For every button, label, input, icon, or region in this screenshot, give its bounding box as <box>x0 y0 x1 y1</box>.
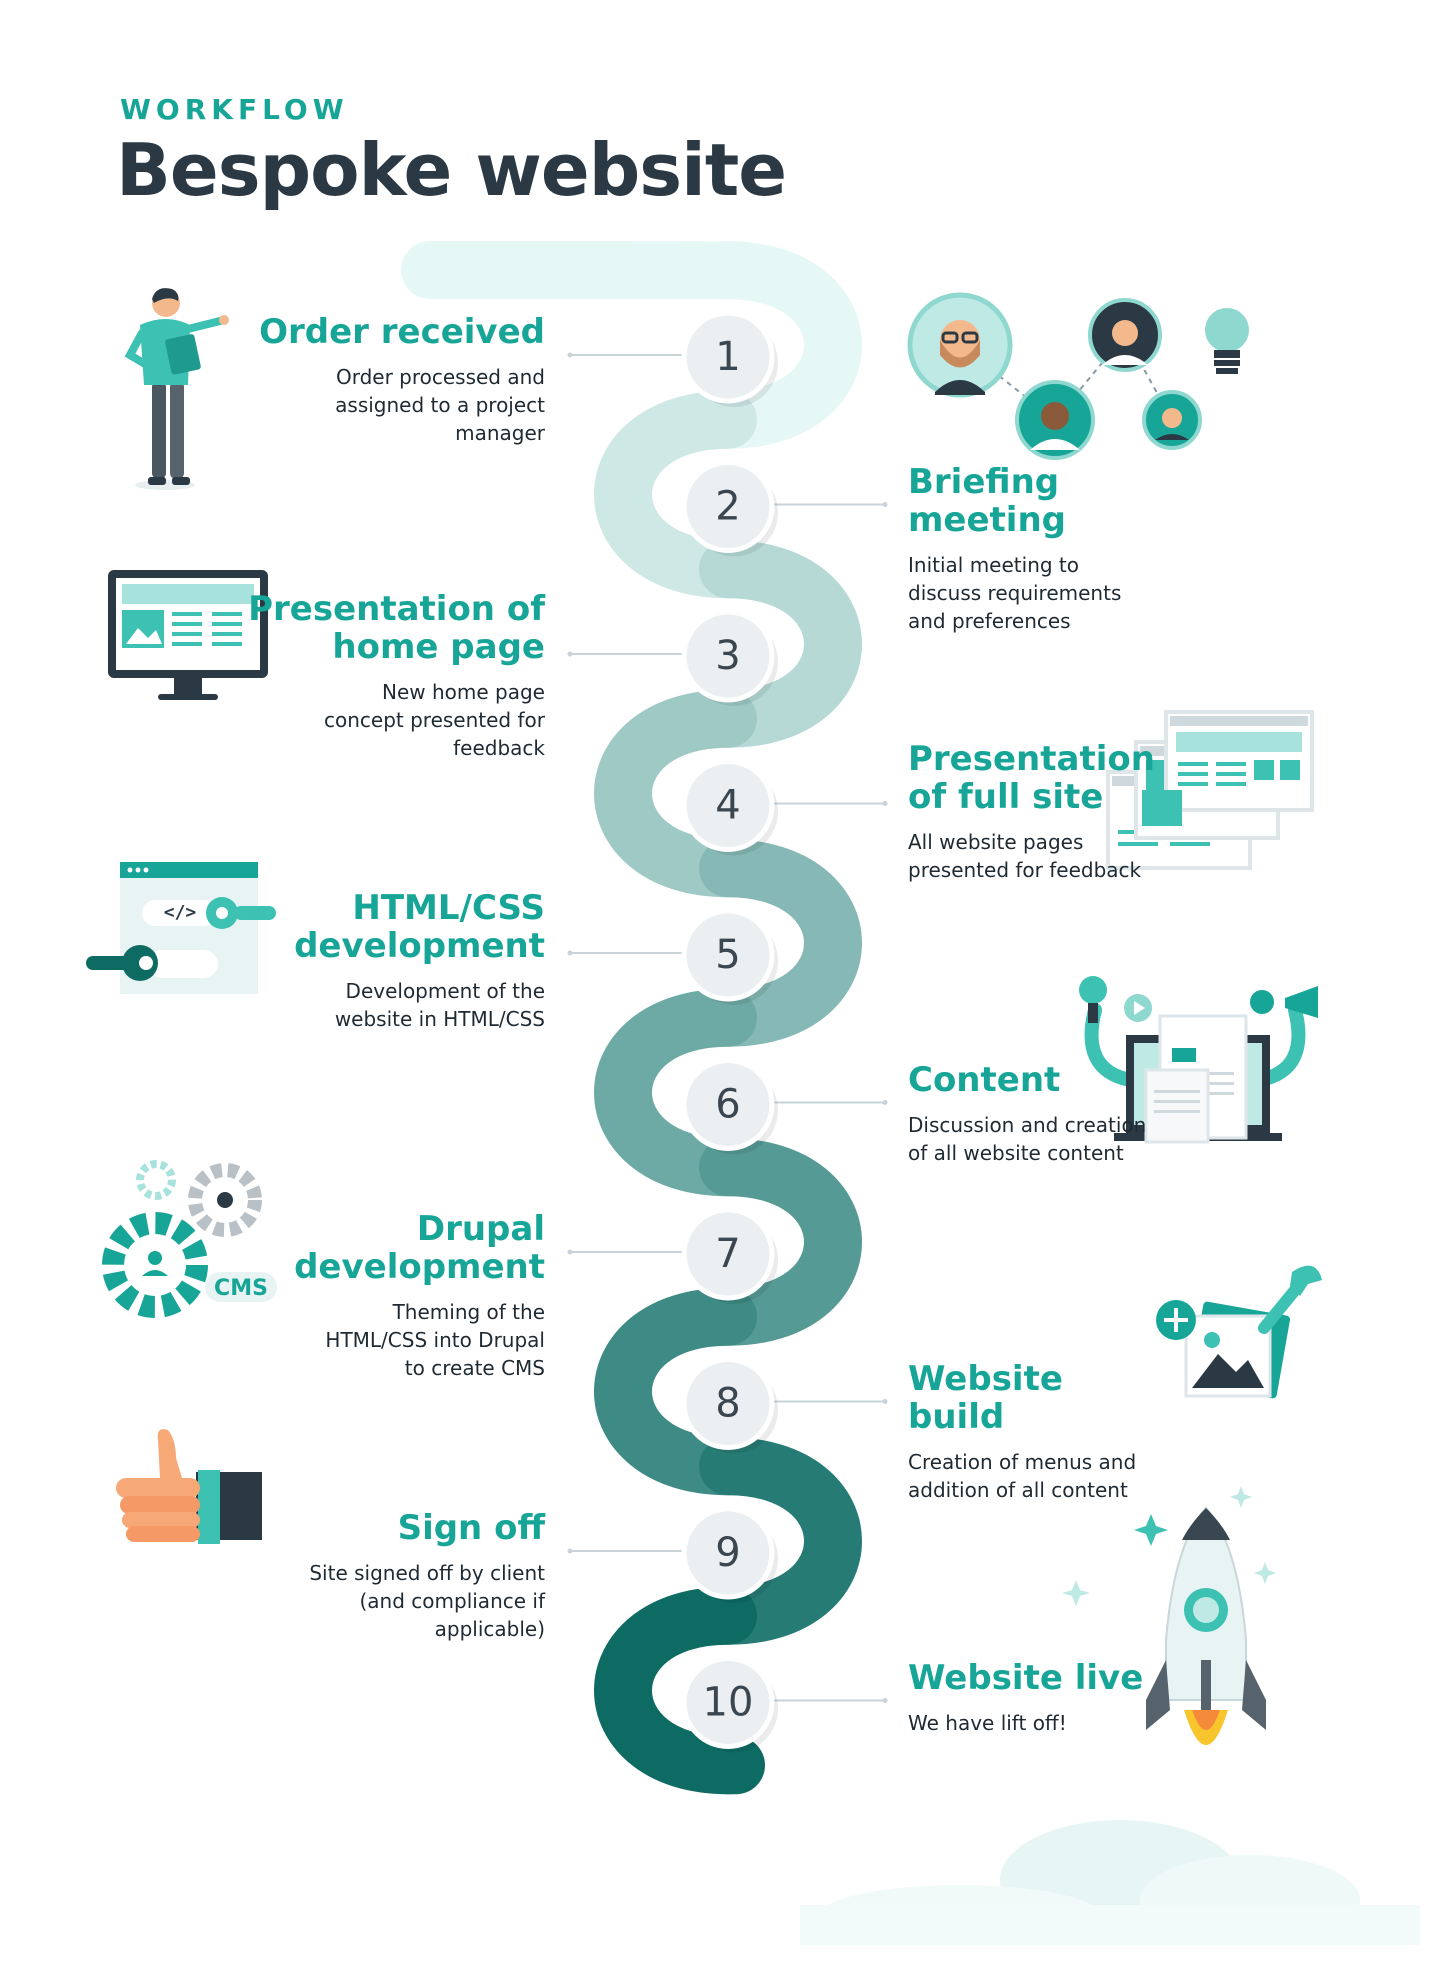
connector-dot <box>882 1399 888 1404</box>
image-wrench-icon <box>1156 1265 1322 1399</box>
step-10-text: Website live We have lift off! <box>908 1659 1158 1737</box>
step-circle <box>681 1357 775 1450</box>
step-circle <box>681 609 775 703</box>
step-title: Presentation of home page <box>248 589 545 667</box>
connector-dot <box>882 502 888 507</box>
step-description: Initial meeting to discuss requirements … <box>908 552 1122 633</box>
step-number: 10 <box>703 1680 754 1726</box>
step-title: Order received <box>259 312 545 352</box>
step-title: Drupal development <box>294 1209 545 1287</box>
path-segment <box>594 390 757 599</box>
step-circle <box>681 759 775 852</box>
path-segment <box>699 839 862 1047</box>
step-title: HTML/CSS development <box>294 888 545 966</box>
step-description: New home page concept presented for feed… <box>324 680 545 760</box>
step-number: 1 <box>715 334 740 380</box>
connector-dot <box>567 352 573 358</box>
step-title: Sign off <box>397 1508 545 1548</box>
step-number: 2 <box>715 484 740 530</box>
step-number: 4 <box>715 783 740 829</box>
connector-dot <box>882 1698 888 1703</box>
step-title: Presentation of full site <box>908 738 1155 817</box>
step-number: 9 <box>715 1530 740 1576</box>
code-wrench-icon: </> <box>86 862 276 994</box>
step-number: 7 <box>715 1231 740 1277</box>
rocket-icon <box>1062 1486 1276 1745</box>
monitor-icon <box>108 570 268 700</box>
step-title: Website live <box>908 1657 1144 1698</box>
path-segment <box>594 1287 757 1496</box>
step-circles: 1 2 3 4 5 6 7 8 9 10 <box>681 310 778 1753</box>
content-laptop-icon <box>1079 976 1318 1144</box>
page-title: Bespoke website <box>116 128 787 212</box>
path-segment <box>594 689 757 898</box>
step-title: Briefing meeting <box>908 461 1066 540</box>
step-description: We have lift off! <box>908 1710 1067 1735</box>
step-circle <box>681 1207 775 1301</box>
step-description: Order processed and assigned to a projec… <box>335 365 545 445</box>
step-description: Site signed off by client (and complianc… <box>309 1561 545 1641</box>
path-segment <box>699 1437 862 1645</box>
step-number: 3 <box>715 633 740 679</box>
cloud-decoration <box>800 1820 1420 1945</box>
step-circle <box>681 1656 775 1749</box>
path-segment <box>594 1586 757 1795</box>
step-description: Creation of menus and addition of all co… <box>908 1449 1137 1502</box>
gears-icon: CMS <box>102 1160 277 1318</box>
svg-text:</>: </> <box>164 902 197 923</box>
connector-dot <box>882 1100 888 1105</box>
step-circle <box>681 460 775 553</box>
step-number: 5 <box>715 932 740 978</box>
step-description: All website pages presented for feedback <box>908 829 1142 882</box>
svg-text:CMS: CMS <box>214 1276 268 1301</box>
step-circle <box>681 1506 775 1600</box>
thumbs-up-icon <box>116 1429 262 1544</box>
step-description: Development of the website in HTML/CSS <box>334 979 545 1031</box>
step-description: Discussion and creation of all website c… <box>908 1112 1147 1165</box>
step-number: 8 <box>715 1381 740 1427</box>
workflow-path <box>401 241 862 1795</box>
connector-dot <box>567 1548 573 1554</box>
person-presenting-icon <box>124 288 229 490</box>
step-circle <box>681 310 775 404</box>
connector-lines <box>567 352 888 1703</box>
step-number: 6 <box>715 1082 740 1128</box>
connector-dot <box>567 950 573 956</box>
step-title: Content <box>908 1059 1061 1100</box>
workflow-kicker: WORKFLOW <box>120 93 349 126</box>
step-circle <box>681 1058 775 1151</box>
connector-dot <box>567 1249 573 1255</box>
connector-dot <box>567 651 573 657</box>
path-segment <box>594 988 757 1197</box>
connector-dot <box>882 801 888 806</box>
web-pages-icon <box>1106 710 1314 870</box>
step-circle <box>681 908 775 1002</box>
step-title: Website build <box>908 1358 1063 1437</box>
path-segment <box>699 241 862 449</box>
team-network-icon <box>907 292 1249 460</box>
path-segment <box>699 540 862 748</box>
path-segment <box>699 1138 862 1346</box>
step-description: Theming of the HTML/CSS into Drupal to c… <box>325 1300 545 1380</box>
